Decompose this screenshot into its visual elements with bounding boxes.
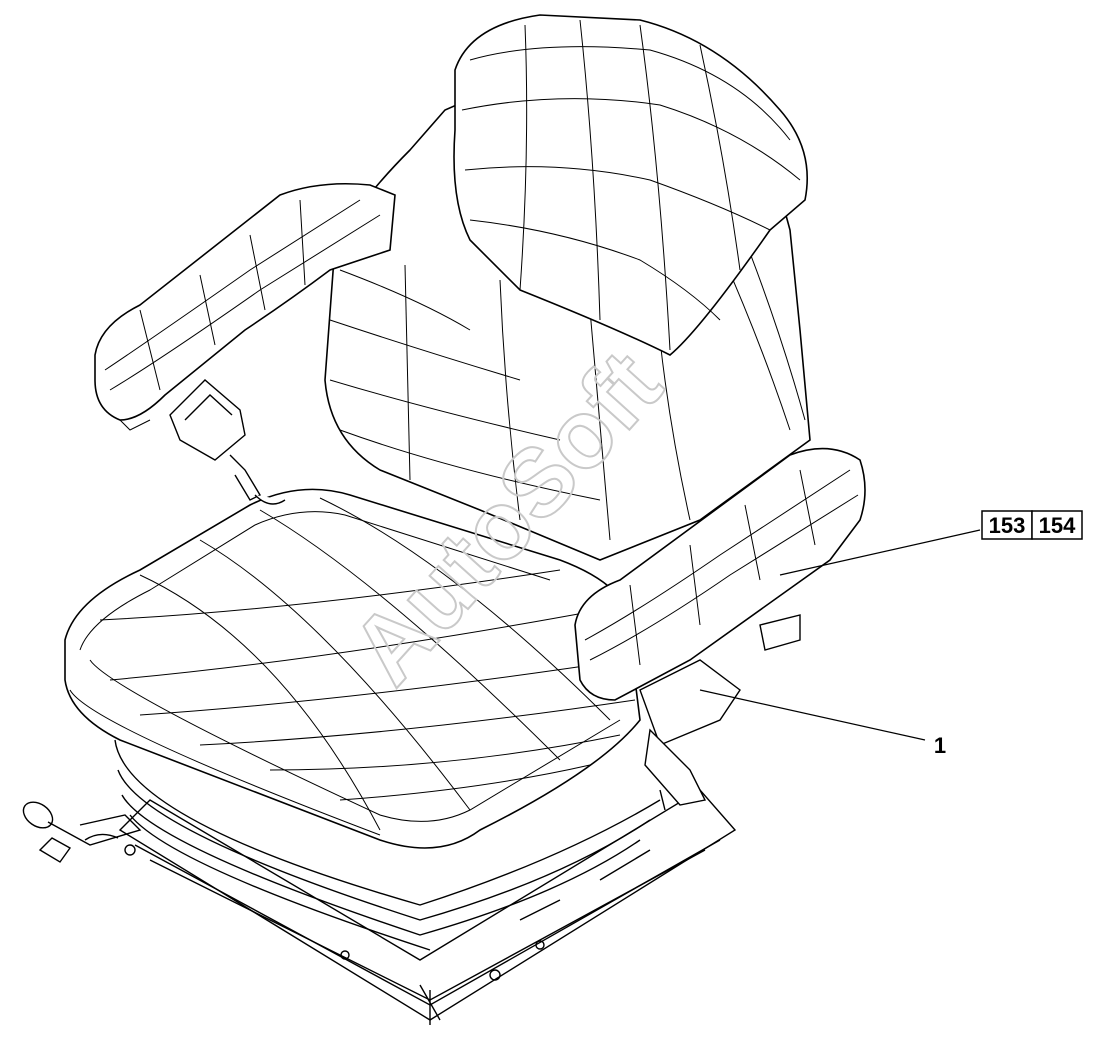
callout-label-154: 154 xyxy=(1039,513,1076,538)
right-armrest xyxy=(574,447,866,701)
adjustment-lever xyxy=(639,614,801,806)
callout-153-154[interactable]: 153 154 xyxy=(981,510,1083,540)
slide-handle xyxy=(22,801,142,863)
belt-buckle xyxy=(169,379,286,505)
right-armrest-seams xyxy=(584,469,859,666)
callout-label-153: 153 xyxy=(989,513,1026,538)
headrest-quilting xyxy=(461,19,801,351)
callout-box-153 xyxy=(981,510,1033,540)
seat-cushion-quilting xyxy=(69,497,636,836)
callout-box-154 xyxy=(1031,510,1083,540)
callout-leaders xyxy=(699,529,981,741)
callout-1[interactable]: 1 xyxy=(934,733,946,758)
leader-153 xyxy=(779,529,981,576)
left-armrest-seams xyxy=(104,199,381,431)
left-armrest xyxy=(94,182,396,421)
leader-1 xyxy=(699,689,926,741)
callout-label-1: 1 xyxy=(934,733,946,758)
